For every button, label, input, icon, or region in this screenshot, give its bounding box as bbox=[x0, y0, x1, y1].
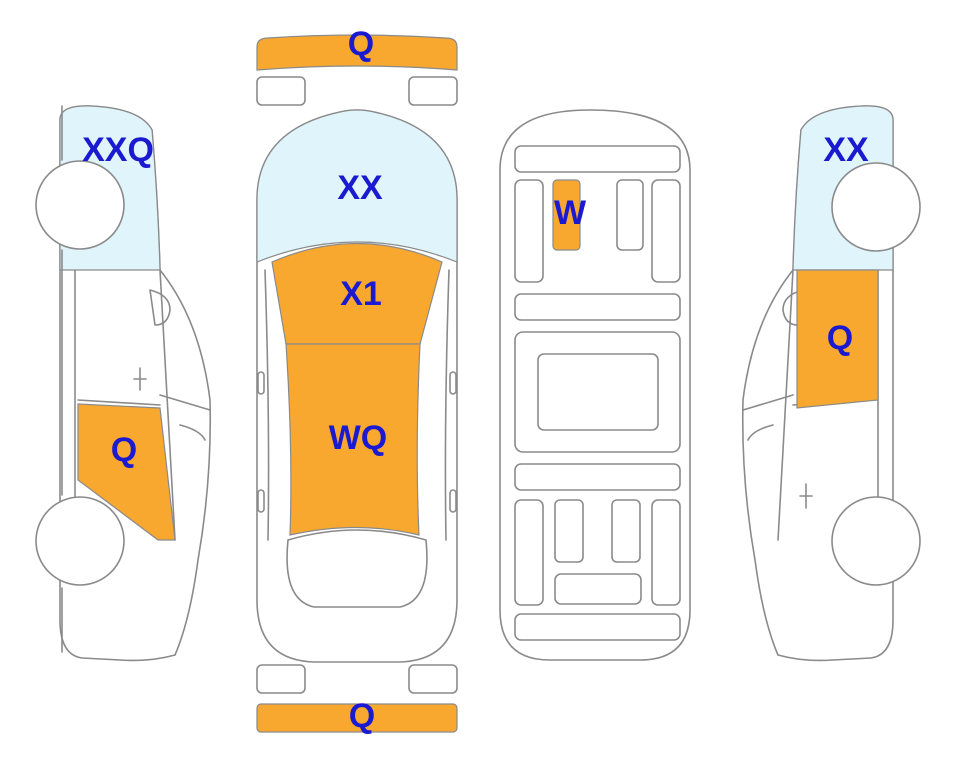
label-right-window: XX bbox=[823, 131, 869, 169]
windshield[interactable] bbox=[256, 109, 458, 263]
rear-left-light bbox=[256, 664, 306, 694]
front-bumper[interactable] bbox=[256, 34, 458, 71]
label-floor-panel: W bbox=[554, 194, 587, 232]
roof[interactable] bbox=[285, 343, 421, 536]
hood[interactable] bbox=[271, 242, 443, 345]
label-roof: WQ bbox=[329, 419, 388, 457]
label-rear-bumper: Q bbox=[349, 697, 375, 735]
rear-right-light bbox=[408, 664, 458, 694]
right-rear-wheel bbox=[831, 496, 921, 586]
left-rear-wheel bbox=[35, 496, 125, 586]
label-left-window: XXQ bbox=[82, 131, 154, 169]
underbody bbox=[499, 109, 691, 661]
floor-panel[interactable] bbox=[552, 179, 581, 251]
label-hood: X1 bbox=[340, 275, 382, 313]
front-left-light bbox=[256, 76, 306, 106]
rear-bumper[interactable] bbox=[256, 703, 458, 733]
right-front-wheel bbox=[831, 162, 921, 252]
front-right-light bbox=[408, 76, 458, 106]
label-right-front-door: Q bbox=[827, 319, 853, 357]
label-left-rear-door: Q bbox=[111, 431, 137, 469]
label-front-bumper: Q bbox=[348, 25, 374, 63]
left-rear-door[interactable] bbox=[77, 403, 176, 541]
right-front-door[interactable] bbox=[796, 269, 879, 409]
left-front-wheel bbox=[35, 160, 125, 250]
label-windshield: XX bbox=[337, 169, 383, 207]
